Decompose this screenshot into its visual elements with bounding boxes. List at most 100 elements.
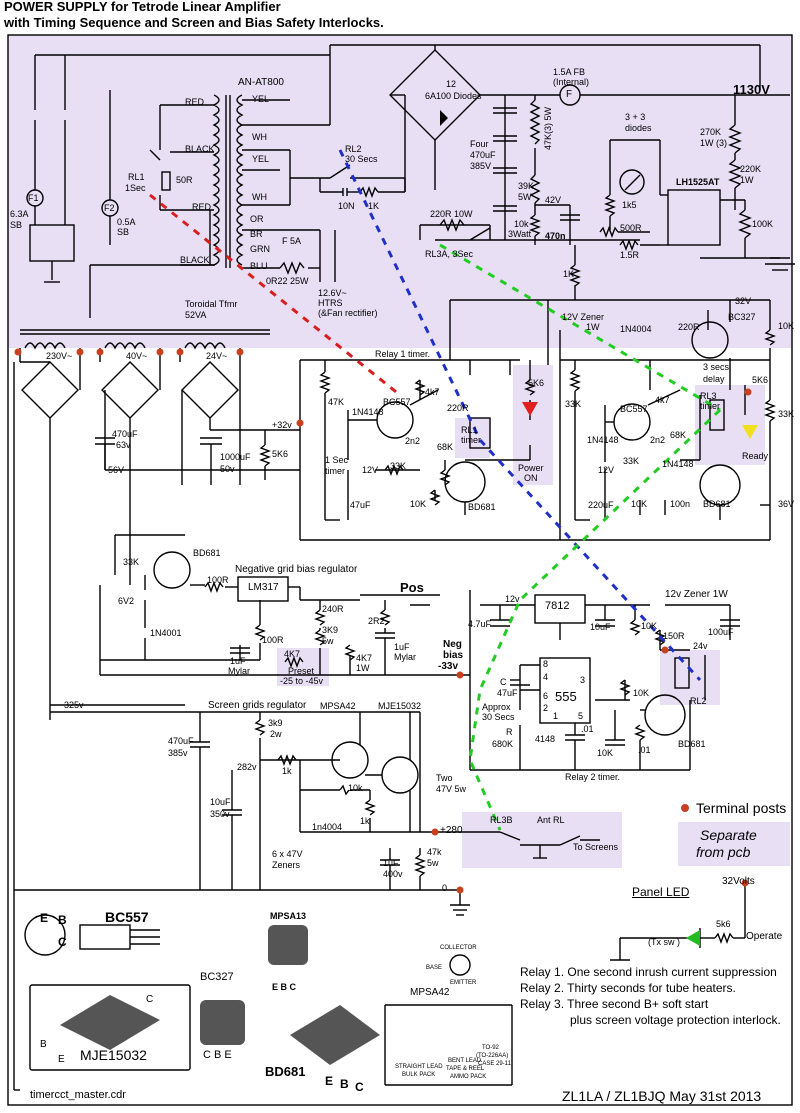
bc327-name: BC327 bbox=[200, 971, 234, 983]
three-secs-label: 3 secs bbox=[703, 362, 730, 372]
diodes-label: diodes bbox=[625, 123, 652, 133]
v42-label: 42V bbox=[545, 195, 562, 205]
title-line-1: POWER SUPPLY for Tetrode Linear Amplifie… bbox=[4, 0, 281, 14]
footer-author-date: ZL1LA / ZL1BJQ May 31st 2013 bbox=[562, 1088, 762, 1104]
c1uf400-voltage: 400v bbox=[383, 869, 403, 879]
r4k7-b-label: 4k7 bbox=[655, 395, 670, 405]
from-pcb-label: from pcb bbox=[696, 844, 751, 860]
pin-5: 5 bbox=[578, 711, 584, 721]
wire-black-2: BLACK bbox=[180, 255, 210, 265]
c2n2-a-label: 2n2 bbox=[405, 436, 421, 446]
bridge-count: 12 bbox=[446, 79, 457, 89]
r220k-watt: 1W bbox=[740, 175, 754, 185]
relay1-timer-label: Relay 1 timer. bbox=[375, 349, 431, 359]
c47uf-c-label: 47uF bbox=[497, 688, 518, 698]
c1000uf-voltage: 50v bbox=[220, 464, 235, 474]
r33k-b-label: 33K bbox=[565, 399, 582, 409]
transformer-label: AN-AT800 bbox=[238, 77, 284, 88]
d1n4001-label: 1N4001 bbox=[150, 628, 182, 638]
r270k-label: 270K bbox=[700, 127, 722, 137]
relay2-timer-label: Relay 2 timer. bbox=[565, 772, 621, 782]
mpsa13-name: MPSA13 bbox=[270, 911, 307, 921]
r39k-label: 39K bbox=[518, 181, 535, 191]
r10k-s-label: 10k bbox=[348, 783, 363, 793]
rl1-label: RL1 bbox=[128, 172, 145, 182]
rl3-timer: timer bbox=[700, 401, 720, 411]
zener12-watt: 1W bbox=[586, 322, 600, 332]
power-on-label: Power bbox=[518, 463, 544, 473]
mylar-a-label: Mylar bbox=[228, 666, 250, 676]
toroid-label: Toroidal Tfmr bbox=[185, 299, 238, 309]
c470uf385-voltage: 385v bbox=[168, 748, 188, 758]
r270k-watt: 1W (3) bbox=[700, 138, 727, 148]
preset-pot-label: 4K7 bbox=[284, 649, 301, 659]
ammo-pack: AMMO PACK bbox=[450, 1074, 487, 1080]
heater-label: HTRS bbox=[318, 298, 343, 308]
r240r-label: 240R bbox=[322, 604, 344, 614]
bd-pin-b: B bbox=[340, 1077, 349, 1091]
bc557-a-label: BC557 bbox=[383, 397, 411, 407]
reg-7812-label: 7812 bbox=[545, 600, 570, 612]
v282-label: 282v bbox=[237, 762, 257, 772]
r100r-a-label: 100R bbox=[207, 575, 229, 585]
r10k-a-label: 10K bbox=[410, 499, 427, 509]
bc327-pins: C B E bbox=[203, 1049, 232, 1061]
r10k-3w-label: 10k bbox=[514, 219, 529, 229]
r10k-3w-watt: 3Watt bbox=[508, 229, 532, 239]
wire-red-1: RED bbox=[185, 97, 205, 107]
r4k7-1w-label: 4K7 bbox=[356, 653, 373, 663]
v12-a-label: 12V bbox=[362, 465, 379, 475]
rl2-b-label: RL2 bbox=[690, 696, 707, 706]
bd681-name: BD681 bbox=[265, 1064, 306, 1079]
fuse-internal: (Internal) bbox=[553, 77, 590, 87]
note-relay-2: Relay 2. Thirty seconds for tube heaters… bbox=[520, 981, 736, 995]
bridge-type: 6A100 Diodes bbox=[425, 91, 482, 101]
c47uf-label: 47uF bbox=[350, 500, 371, 510]
c4u7-label: 4.7uF bbox=[468, 619, 492, 629]
tape-reel: TAPE & REEL bbox=[446, 1066, 485, 1072]
r47k-label: 47K(3) 5W bbox=[543, 106, 553, 150]
pin-6: 6 bbox=[543, 691, 549, 701]
bulk-pack: BULK PACK bbox=[402, 1072, 436, 1078]
bias-label: bias bbox=[443, 650, 464, 661]
r5k6-a-label: 5K6 bbox=[528, 378, 545, 388]
r1r5-label: 1.5R bbox=[620, 250, 640, 260]
r10k-b-label: 10K bbox=[631, 499, 648, 509]
r47k-5w-label: 47k bbox=[427, 847, 442, 857]
to-screens-label: To Screens bbox=[573, 842, 619, 852]
r5k6-c-label: 5K6 bbox=[272, 449, 289, 459]
c01-b-label: .01 bbox=[638, 745, 651, 755]
bc327-label: BC327 bbox=[728, 312, 756, 322]
r10k-tr-label: 10K bbox=[778, 321, 795, 331]
c10n-label: 10N bbox=[338, 201, 355, 211]
separate-label: Separate bbox=[700, 827, 757, 843]
pin-1: 1 bbox=[553, 711, 559, 721]
r4k7-a-label: 4k7 bbox=[425, 387, 440, 397]
collector-label: COLLECTOR bbox=[440, 945, 477, 951]
pin-3: 3 bbox=[580, 675, 586, 685]
d4148-label: 4148 bbox=[535, 734, 556, 744]
c220uf-label: 220uF bbox=[588, 500, 614, 510]
sec-24v: 24V~ bbox=[206, 351, 228, 361]
r39k-watt: 5W bbox=[518, 192, 532, 202]
thirty-secs-label: 30 Secs bbox=[482, 712, 515, 722]
caps-voltage: 385V bbox=[470, 161, 492, 171]
rl1-time: 1Sec bbox=[125, 183, 146, 193]
r220r-top-label: 220R bbox=[678, 322, 700, 332]
to226-label: (TO-226AA) bbox=[476, 1053, 509, 1059]
r47k-5w-watt: 5w bbox=[427, 858, 439, 868]
lm317-label: LM317 bbox=[248, 582, 279, 593]
pin-8: 8 bbox=[543, 659, 549, 669]
mpsa42-label: MPSA42 bbox=[320, 701, 356, 711]
wire-yel-2: YEL bbox=[252, 154, 270, 164]
heater-voltage: 12.6V~ bbox=[318, 288, 347, 298]
preset-label: Preset bbox=[288, 666, 315, 676]
r33k-a-label: 33K bbox=[390, 461, 407, 471]
bc557-pin-e: E bbox=[40, 911, 49, 925]
d1n4004-label: 1N4004 bbox=[620, 324, 652, 334]
c1uf-b-label: 1uF bbox=[394, 642, 410, 652]
zener12-c-label: 12v Zener 1W bbox=[665, 589, 728, 600]
c470uf63-voltage: 63v bbox=[116, 440, 131, 450]
r2r2-label: 2R2 bbox=[368, 616, 385, 626]
